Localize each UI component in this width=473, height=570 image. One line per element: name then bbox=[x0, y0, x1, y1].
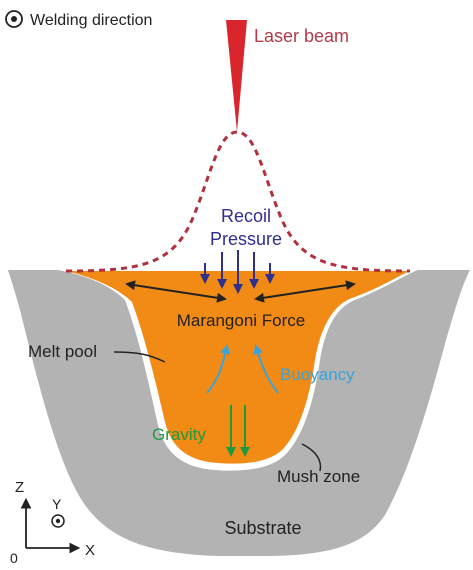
x-axis-label: X bbox=[85, 542, 95, 559]
melt-pool-region bbox=[66, 271, 410, 464]
buoyancy-label: Buoyancy bbox=[280, 365, 355, 384]
pressure-label: Pressure bbox=[210, 229, 282, 249]
marangoni-arrow-right bbox=[254, 280, 356, 303]
buoyancy-arrow-left bbox=[206, 344, 231, 394]
marangoni-arrows bbox=[125, 280, 356, 303]
laser-beam-cone bbox=[226, 20, 247, 132]
mush-zone-label: Mush zone bbox=[277, 467, 360, 486]
gaussian-profile bbox=[65, 130, 411, 273]
recoil-label: Recoil bbox=[221, 206, 271, 226]
buoyancy-arrows bbox=[206, 344, 279, 394]
gravity-label: Gravity bbox=[152, 425, 206, 444]
dot-in-circle-icon bbox=[5, 10, 23, 28]
welding-direction-label: Welding direction bbox=[30, 12, 152, 29]
gravity-arrows bbox=[226, 405, 250, 457]
melt-pool-leader bbox=[113, 351, 166, 363]
melt-pool-label: Melt pool bbox=[28, 342, 97, 361]
buoyancy-arrow-right bbox=[253, 344, 279, 394]
coordinate-axes bbox=[20, 497, 81, 554]
z-axis-label: Z bbox=[15, 479, 24, 496]
marangoni-force-label: Marangoni Force bbox=[177, 311, 306, 330]
laser-beam-label: Laser beam bbox=[254, 26, 349, 46]
mush-zone-leader bbox=[301, 443, 322, 472]
origin-label: 0 bbox=[10, 550, 18, 566]
substrate-label: Substrate bbox=[224, 518, 301, 538]
marangoni-arrow-left bbox=[125, 280, 227, 303]
y-axis-icon bbox=[51, 514, 65, 528]
y-axis-label: Y bbox=[52, 496, 62, 512]
